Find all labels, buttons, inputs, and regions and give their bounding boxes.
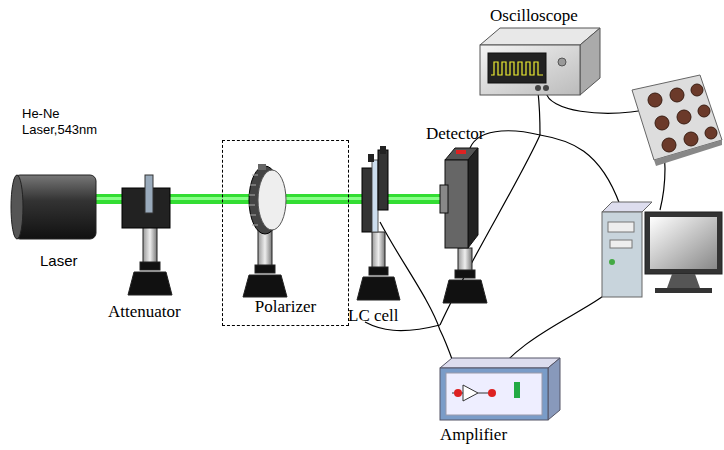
part-name: Laser xyxy=(40,252,78,269)
part-name: LC cell xyxy=(348,306,399,326)
part-name: Oscilloscope xyxy=(490,6,578,26)
part-name: Polarizer xyxy=(223,297,348,317)
dashed-group-box: Polarizer xyxy=(222,140,349,326)
part-name: Attenuator xyxy=(108,302,181,322)
part-name: Amplifier xyxy=(440,425,507,445)
part-name: Detector xyxy=(426,124,485,144)
laser-model-label: He-Ne Laser,543nm xyxy=(22,106,102,138)
